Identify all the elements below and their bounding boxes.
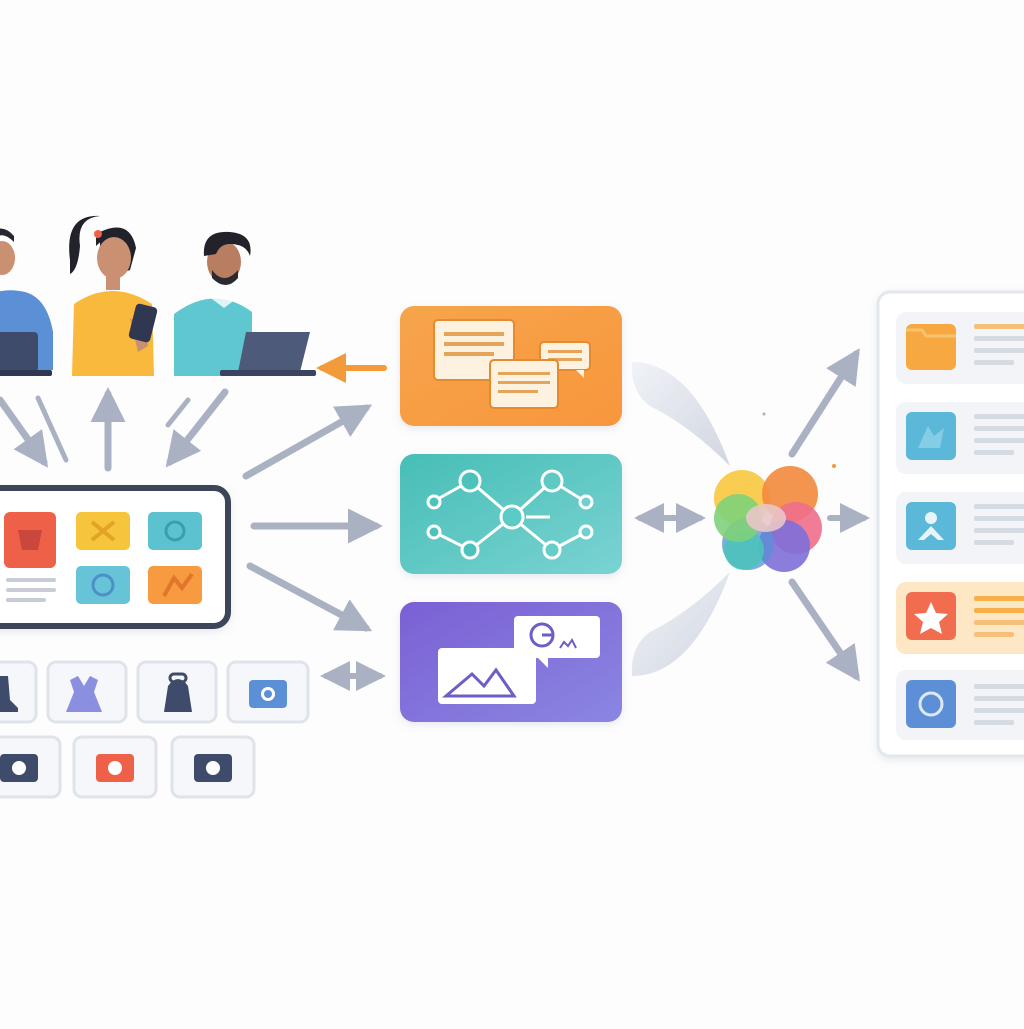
image-chart-icon (438, 616, 600, 704)
results-panel (876, 290, 1024, 758)
user-woman-phone (69, 215, 158, 376)
result-row-person[interactable] (896, 492, 1024, 564)
result-row-puzzle[interactable] (896, 402, 1024, 474)
product-camera-red[interactable] (72, 735, 158, 799)
catalog-tile-blue[interactable] (76, 566, 130, 604)
merge-fans (631, 362, 730, 676)
arrow-left-thin (35, 395, 69, 463)
arrow-left-down (0, 396, 49, 468)
product-boot[interactable] (0, 660, 38, 724)
feedback-arrows (0, 387, 229, 472)
users-group (0, 215, 316, 376)
bag-icon (164, 679, 192, 712)
result-row-starred[interactable] (896, 582, 1024, 654)
arrow-to-results-bottom (788, 578, 860, 682)
output-arrows (788, 348, 870, 682)
result-row-face[interactable] (896, 670, 1024, 740)
arrow-diag-down (165, 388, 229, 468)
catalog-tile-teal[interactable] (148, 512, 202, 550)
arrow-small-diag (165, 397, 191, 428)
boot-icon (0, 676, 18, 712)
dress-icon (66, 676, 102, 712)
arrow-to-text-block (242, 404, 373, 480)
input-arrows (242, 353, 387, 691)
catalog-tile-orange[interactable] (148, 566, 202, 604)
product-dress[interactable] (46, 660, 128, 724)
product-camera-dark-1[interactable] (0, 735, 62, 799)
user-man-laptop-right (174, 231, 316, 376)
product-bag[interactable] (136, 660, 218, 724)
product-camera-dark-2[interactable] (170, 735, 256, 799)
result-row-folder[interactable] (896, 312, 1024, 384)
face-icon (906, 680, 956, 728)
arrow-to-image-block (246, 562, 373, 632)
image-media-block[interactable] (400, 602, 622, 722)
graph-network-block[interactable] (400, 454, 622, 574)
text-messages-block[interactable] (400, 306, 622, 426)
product-camera-blue[interactable] (226, 660, 310, 724)
catalog-board (0, 485, 231, 629)
arrow-to-results-top (788, 348, 860, 458)
network-graph-icon (426, 469, 594, 560)
user-man-laptop-left (0, 228, 53, 376)
product-items (0, 660, 310, 799)
chat-bubbles-icon (433, 319, 591, 409)
color-sphere-icon (714, 412, 836, 572)
